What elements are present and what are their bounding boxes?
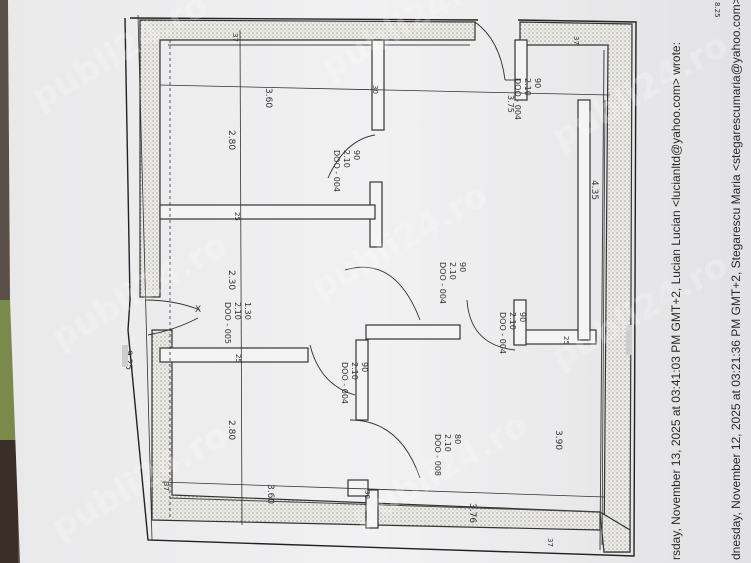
desk-object-left-2 [0,440,18,563]
dim-bottom-width: 3.60 [265,484,275,504]
door-height: 2.10 [448,262,457,280]
door-height: 2.10 [342,150,351,168]
door-code: DOO - 008 [433,434,442,476]
wall-thickness-label: 37 [162,482,170,491]
door-width: 1.30 [243,302,252,320]
floor-plan: 9.25 2.80 2.30 2.80 4.35 3.90 3.60 3.60 … [122,2,721,557]
door-width: 90 [352,150,361,160]
door-width: 90 [458,262,467,272]
wall-thickness-label: 25 [234,354,242,363]
door-height: 2.10 [233,302,242,320]
door-height: 2.10 [508,312,517,330]
door-height: 2.10 [523,78,532,96]
door-width: 90 [518,312,527,322]
wall-thickness-label: 25 [562,336,570,345]
wall-thickness-label: 37 [231,33,239,42]
dim-left-depth: 2.80 [226,130,236,150]
outer-boundary [124,17,637,557]
wall-thickness-label: 30 [363,490,371,499]
outer-boundary-inner [168,44,605,551]
door-code: DOO - 004 [438,262,447,304]
email-line-1: rsday, November 13, 2025 at 03:41:03 PM … [669,42,683,560]
dim-top-right-len: 4.35 [589,180,599,200]
dimension-lines [137,14,611,546]
dim-top-width: 3.60 [263,88,273,108]
wall-thickness-label: 37 [546,538,554,547]
door-code: DOO - 005 [223,302,232,344]
email-line-2: dnesday, November 12, 2025 at 03:21:36 P… [729,0,743,560]
entry-marker: X [195,305,201,315]
door-height: 2.10 [443,434,452,452]
interior-walls [159,39,597,529]
dim-bottom-right-len: 3.90 [553,430,563,450]
door-height: 2.10 [350,362,359,380]
wall-thickness-label: 37 [572,36,580,45]
door-code: DOO - 004 [332,150,341,192]
door-width: 80 [453,434,462,444]
side-marker [122,345,128,367]
dim-mid-depth: 2.30 [226,270,236,290]
paper-sheet [8,0,751,563]
side-marker [626,325,632,355]
door-code: DOO - 004 [513,78,522,120]
door-code: DOO - 004 [340,362,349,404]
dim-bottom-width-2: 3.76 [467,503,477,523]
door-swings [144,21,520,479]
door-width: 90 [360,362,369,372]
door-width: 90 [533,78,542,88]
dim-right-depth: 2.80 [226,420,236,440]
wall-thickness-label: 30 [371,85,379,94]
dim-top-edge: 8.25 [713,2,721,18]
door-code: DOO - 004 [498,312,507,354]
outer-wall [599,510,631,553]
dim-top-right-width: 3.75 [506,95,515,113]
wall-thickness-label: 25 [233,212,241,221]
